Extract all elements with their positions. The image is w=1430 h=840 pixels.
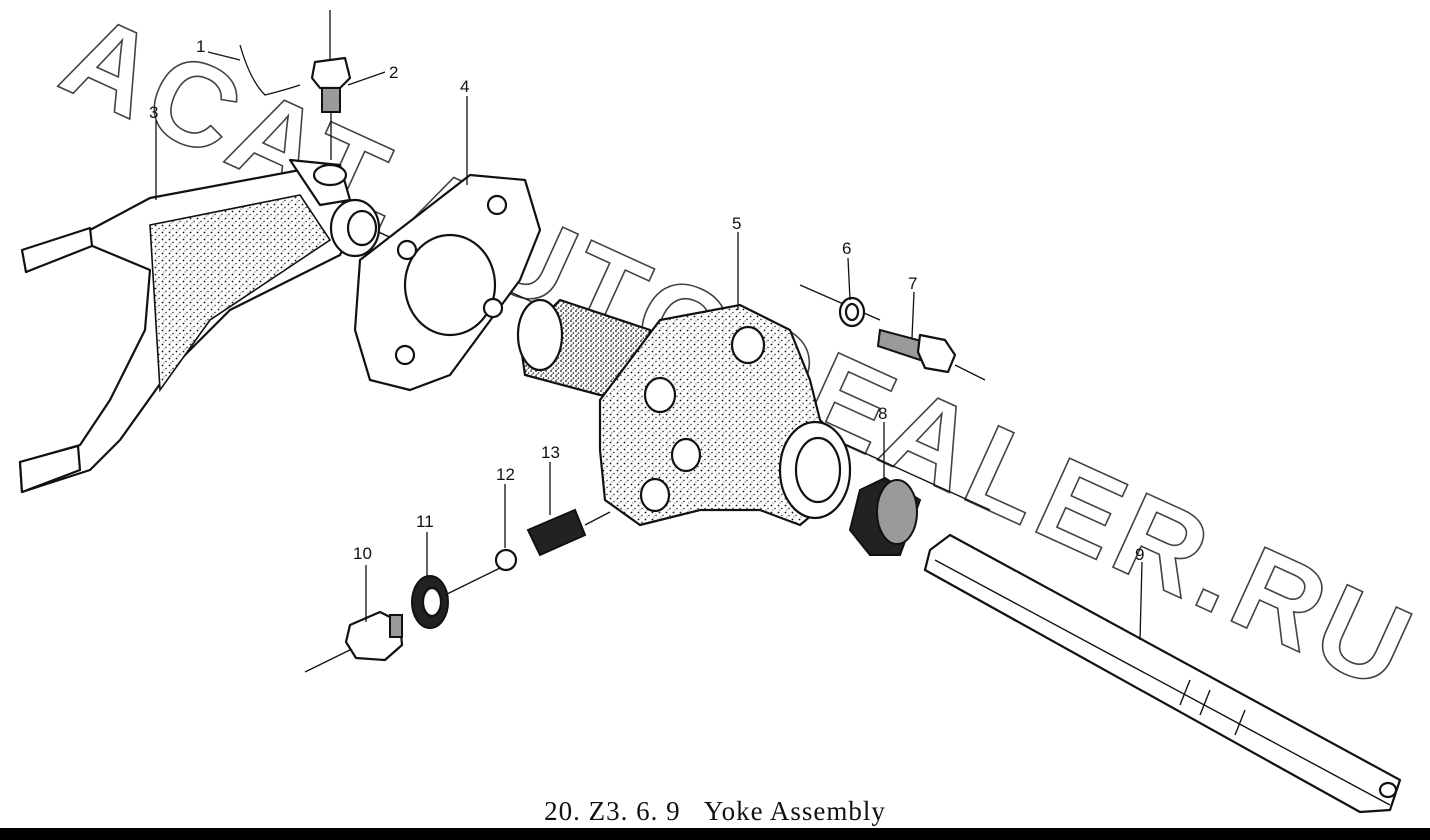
callout-2: 2: [389, 63, 398, 82]
shift-fork-part: [18, 158, 381, 494]
figure-number: 20. Z3. 6. 9: [544, 796, 681, 826]
callout-3: 3: [149, 103, 158, 122]
washer-part: [411, 567, 501, 629]
callout-7: 7: [908, 274, 917, 293]
gasket-part: [353, 173, 542, 392]
callout-9: 9: [1135, 545, 1144, 564]
figure-caption: 20. Z3. 6. 9 Yoke Assembly: [0, 796, 1430, 827]
callout-8: 8: [878, 404, 887, 423]
bottom-border-bar: [0, 828, 1430, 840]
callout-6: 6: [842, 239, 851, 258]
spring-part: [526, 508, 611, 557]
plug-part: [304, 610, 404, 673]
callout-leaders: [155, 51, 1143, 641]
callout-10: 10: [353, 544, 372, 563]
callout-11: 11: [416, 512, 434, 531]
bushing-part: [848, 476, 922, 556]
callout-1: 1: [196, 37, 205, 56]
ball-part: [494, 548, 518, 572]
shift-shaft-part: [923, 533, 1402, 814]
callout-12: 12: [496, 465, 515, 484]
lock-washer-part: [799, 284, 881, 328]
callout-13: 13: [541, 443, 560, 462]
callout-labels: 1 2 3 4 5 6 7 8 9 10 11 12 13: [149, 37, 1144, 564]
callout-4: 4: [460, 77, 469, 96]
callout-5: 5: [732, 214, 741, 233]
yoke-housing-part: [516, 298, 852, 527]
lock-wire-part: [239, 44, 301, 96]
figure-title: Yoke Assembly: [703, 796, 886, 826]
side-bolt-part: [876, 328, 986, 381]
top-bolt-part: [310, 10, 352, 160]
